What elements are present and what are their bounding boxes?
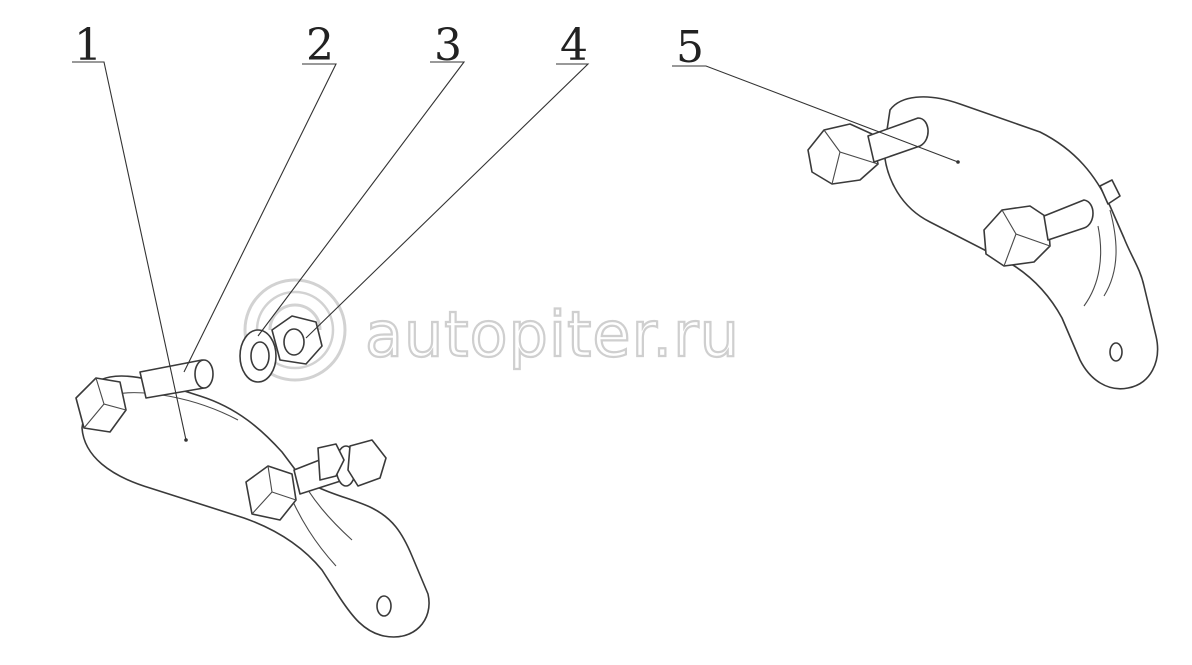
right-bracket-tab <box>1099 179 1121 205</box>
right-bracket-hole <box>1109 342 1123 362</box>
right-bracket-bend-line <box>1083 209 1117 307</box>
right-bolt-head-2 <box>983 199 1094 267</box>
leader-4 <box>305 63 590 339</box>
left-bolt-shank-nut <box>293 439 387 495</box>
right-bracket-assembly <box>807 96 1159 390</box>
watermark-logo-icon <box>243 278 347 382</box>
right-bolt-head-1 <box>807 117 929 185</box>
callout-labels: 1 2 3 4 5 <box>74 20 704 73</box>
pin-end <box>194 359 214 389</box>
callout-2: 2 <box>306 20 334 71</box>
leader-5 <box>672 65 959 163</box>
washer <box>239 329 277 383</box>
leader-lines <box>72 61 959 441</box>
left-bolt-head-2 <box>245 465 297 521</box>
leader-1 <box>72 61 187 441</box>
left-bolt-head-1 <box>75 377 127 433</box>
watermark-text: autopiter.ru <box>365 298 740 371</box>
callout-1: 1 <box>74 20 102 71</box>
leader-3 <box>257 61 466 337</box>
callout-5: 5 <box>676 22 704 73</box>
left-bracket-hole <box>376 595 392 617</box>
nut <box>271 315 323 365</box>
leader-2 <box>183 63 337 373</box>
callout-3: 3 <box>434 20 462 71</box>
callout-4: 4 <box>560 20 588 71</box>
watermark: autopiter.ru <box>243 278 740 382</box>
left-bracket-assembly <box>75 359 430 638</box>
